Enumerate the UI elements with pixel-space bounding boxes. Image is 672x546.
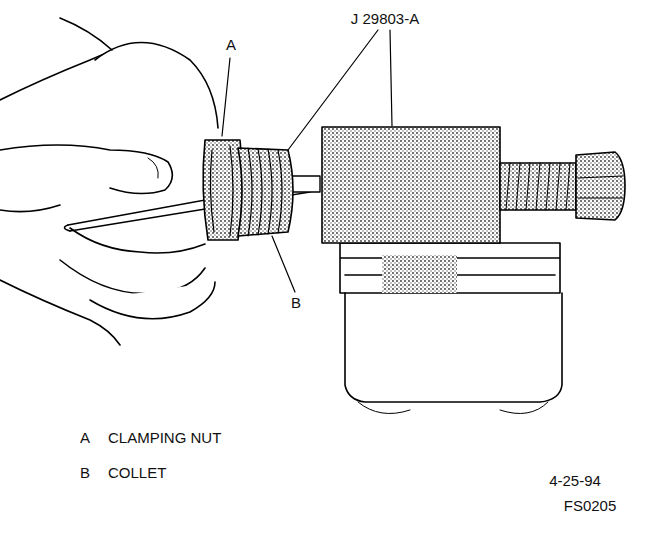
date-code: 4-25-94 bbox=[549, 473, 601, 488]
figure-number: FS0205 bbox=[564, 498, 617, 513]
callout-letter: B bbox=[291, 295, 301, 310]
key-text: CLAMPING NUT bbox=[108, 430, 221, 445]
key-letter: B bbox=[80, 465, 90, 480]
callout-letter: A bbox=[226, 37, 236, 52]
key-text: COLLET bbox=[108, 465, 166, 480]
key-letter: A bbox=[80, 430, 90, 445]
tool-number: J 29803-A bbox=[351, 11, 419, 26]
